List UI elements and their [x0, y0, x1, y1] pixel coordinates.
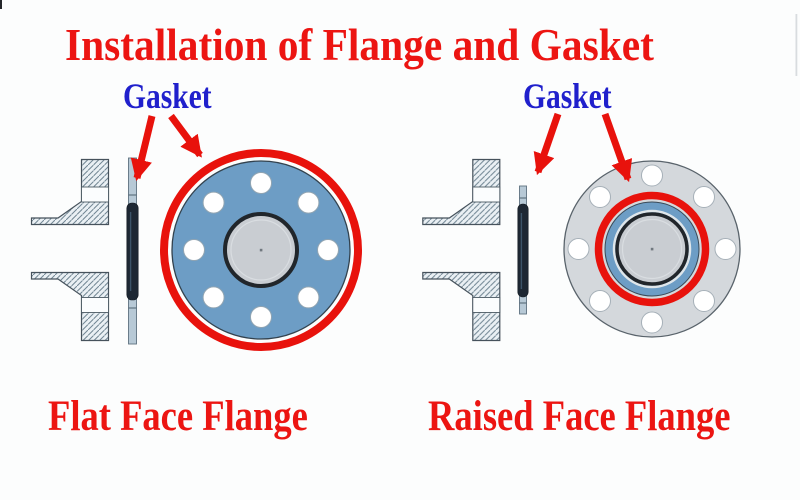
annotation-circle-flat-face: [160, 149, 362, 351]
gasket-arrow-right-1: [533, 112, 562, 176]
flat-face-panel: [30, 113, 362, 351]
weldneck-flange-section-right: [422, 158, 501, 342]
gasket-side-view-left: [126, 157, 139, 345]
gasket-arrow-left-2: [168, 113, 203, 158]
caption-flat-face-flange: Flat Face Flange: [48, 393, 308, 440]
bolt-hole: [641, 164, 663, 187]
bolt-hole: [589, 290, 611, 312]
bolt-hole: [693, 290, 715, 312]
corner-artifact: [0, 0, 2, 9]
annotation-circle-raised-face: [594, 191, 710, 307]
weldneck-flange-section-left: [30, 158, 110, 342]
gasket-label-right: Gasket: [523, 76, 612, 116]
right-edge-artifact: [795, 14, 798, 76]
bolt-hole: [714, 238, 737, 260]
gasket-label-left: Gasket: [123, 76, 212, 116]
bolt-hole: [250, 306, 272, 328]
flange-face-front-view-right: [563, 160, 741, 338]
bolt-hole: [183, 239, 205, 261]
flange-face-front-view-left: [171, 160, 351, 340]
gasket-side-view-right: [517, 185, 529, 315]
page-title: Installation of Flange and Gasket: [65, 19, 654, 70]
raised-face-panel: [422, 112, 741, 342]
bolt-hole: [317, 239, 339, 261]
gasket-arrow-right-2: [601, 112, 633, 183]
caption-raised-face-flange: Raised Face Flange: [428, 393, 731, 440]
bolt-hole: [641, 311, 663, 334]
bolt-hole: [297, 191, 320, 214]
bolt-hole: [202, 286, 225, 309]
bolt-hole: [297, 286, 320, 309]
bolt-hole: [202, 191, 225, 214]
bolt-hole: [693, 186, 715, 208]
gasket-arrow-left-1: [130, 115, 156, 182]
bolt-hole: [567, 238, 590, 260]
bolt-hole: [250, 172, 272, 194]
bolt-hole: [589, 186, 611, 208]
